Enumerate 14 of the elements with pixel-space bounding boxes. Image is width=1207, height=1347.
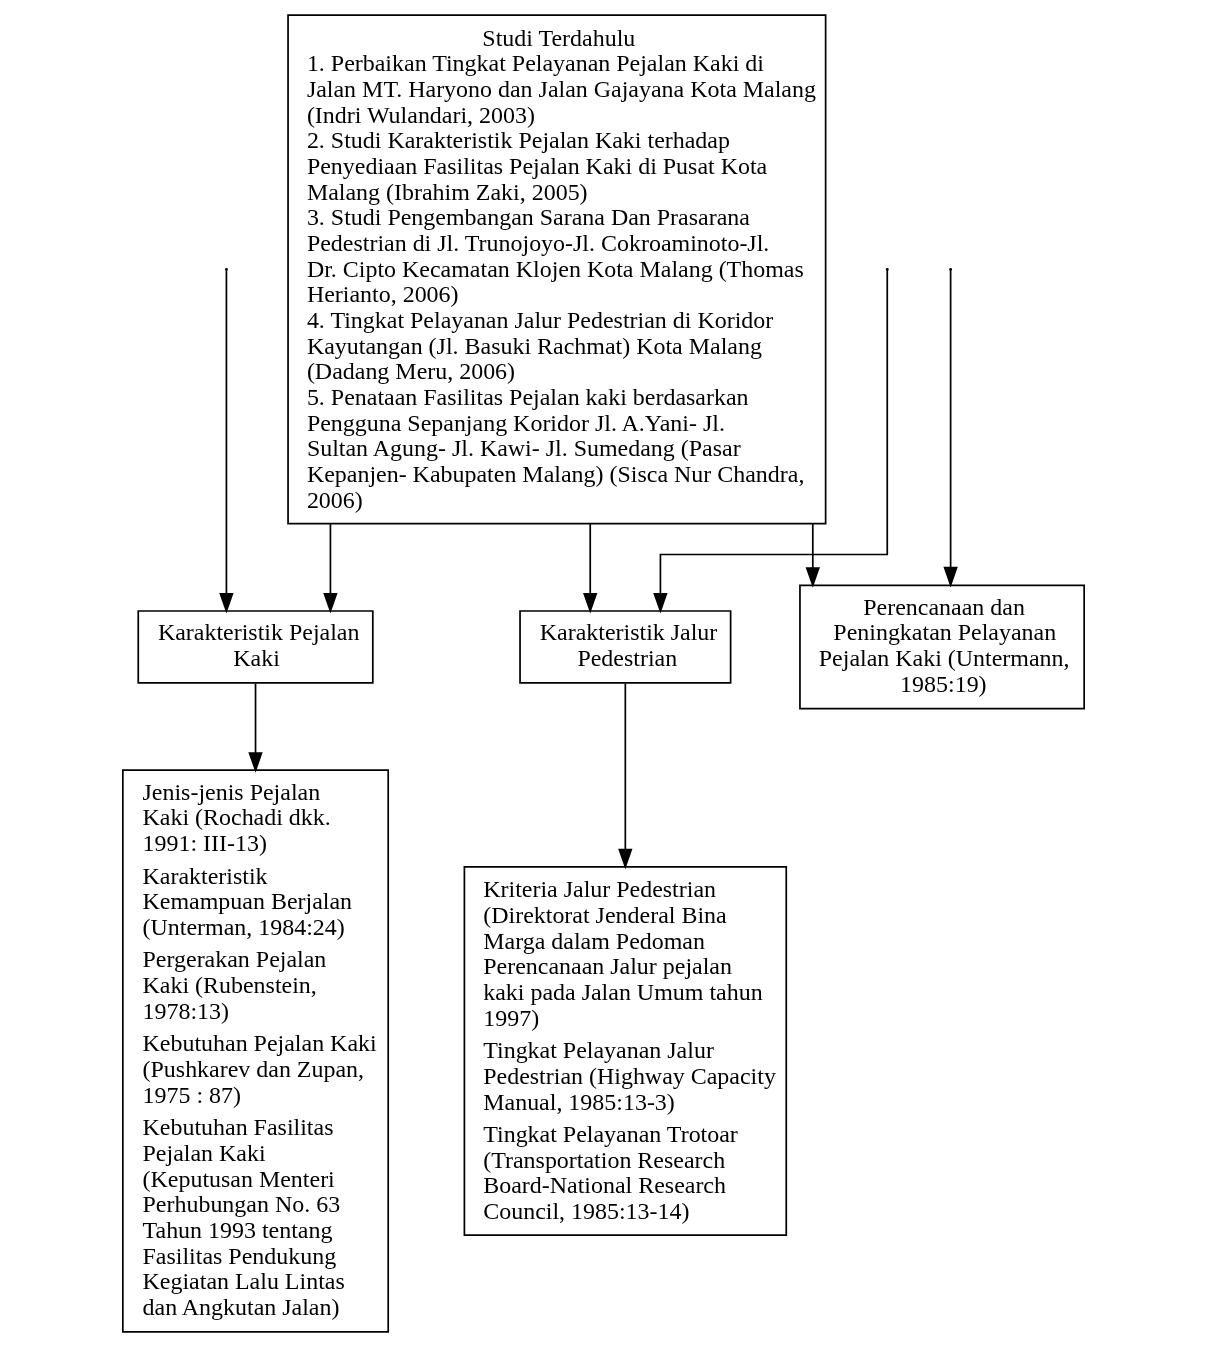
node-box: Jenis-jenis Pejalan Kaki (Rochadi dkk. 1991: III-13) Karakteristik Kemampuan Berjalan (Unterman, 1984:24) Pergerakan Pejalan Kaki (Rubenstein, 1978:13) Kebutuhan Pejalan Kaki (Pushkarev dan Zupan, 1975 : 87) Kebutuhan Fasilitas Pejalan Kaki (Keputusan Menteri Perhubungan No. 63 Tahun 1993 tentang Fasilitas Pendukung Kegiatan Lalu Lintas dan Angkutan Jalan) — [122, 769, 390, 1333]
node-box: Studi Terdahulu 1. Perbaikan Tingkat Pelayanan Pejalan Kaki di Jalan MT. Haryono dan Jalan Gajayana Kota Malang (Indri Wulandari, 2003) 2. Studi Karakteristik Pejalan Kaki terhadap Penyediaan Fasilitas Pejalan Kaki di Pusat Kota Malang (Ibrahim Zaki, 2005) 3. Studi Pengembangan Sarana Dan Prasarana Pedestrian di Jl. Trunojoyo-Jl. Cokroaminoto-Jl. Dr. Cipto Kecamatan Klojen Kota Malang (Thomas Herianto, 2006) 4. Tingkat Pelayanan Jalur Pedestrian di Koridor Kayutangan (Jl. Basuki Rachmat) Kota Malang (Dadang Meru, 2006) 5. Penataan Fasilitas Pejalan kaki berdasarkan Pengguna Sepanjang Koridor Jl. A.Yani- Jl. Sultan Agung- Jl. Kawi- Jl. Sumedang (Pasar Kepanjen- Kabupaten Malang) (Sisca Nur Chandra, 2006) — [287, 14, 827, 525]
node-box: Karakteristik Pejalan Kaki — [137, 610, 374, 684]
arrow — [805, 523, 820, 588]
arrow — [248, 682, 263, 773]
arrow — [943, 269, 958, 588]
arrow — [618, 682, 633, 870]
arrow — [323, 523, 338, 614]
arrow — [219, 269, 234, 614]
arrow — [583, 523, 598, 614]
node-box: Perencanaan dan Peningkatan Pelayanan Pejalan Kaki (Untermann, 1985:19) — [799, 584, 1085, 710]
arrow — [653, 269, 889, 614]
node-box: Kriteria Jalur Pedestrian (Direktorat Jenderal Bina Marga dalam Pedoman Perencanaan Jalur pejalan kaki pada Jalan Umum tahun 1997) Tingkat Pelayanan Jalur Pedestrian (Highway Capacity Manual, 1985:13-3) Tingkat Pelayanan Trotoar (Transportation Research Board-National Research Council, 1985:13-14) — [463, 866, 788, 1236]
node-box: Karakteristik Jalur Pedestrian — [519, 610, 732, 684]
